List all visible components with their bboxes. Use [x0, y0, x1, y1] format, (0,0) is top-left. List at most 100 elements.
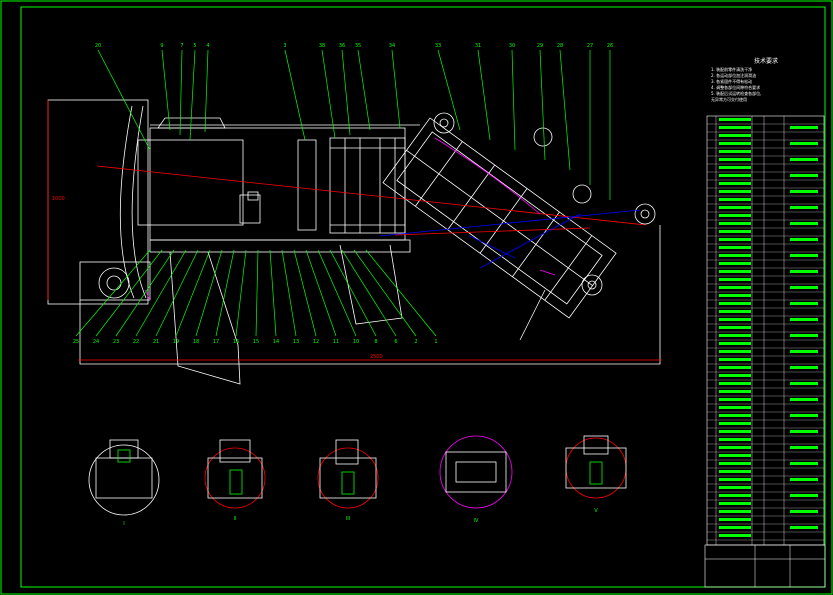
leader-line [437, 49, 461, 131]
bom-row-text [719, 374, 751, 377]
bom-row-note [790, 334, 818, 337]
bom-row-note [790, 270, 818, 273]
leader-line [97, 49, 151, 151]
bom-row-note [790, 222, 818, 225]
balloon-label: 7 [180, 43, 183, 49]
bom-row-text [719, 342, 751, 345]
balloon-label: 18 [193, 339, 199, 345]
balloon-label: 27 [587, 43, 593, 49]
leader-line [195, 249, 223, 337]
bom-row-text [719, 294, 751, 297]
hidden-lines [379, 209, 641, 269]
balloon-label: 21 [153, 339, 159, 345]
view-label: I [123, 521, 124, 527]
balloon-label: 33 [435, 43, 441, 49]
balloon-label: 17 [213, 339, 219, 345]
view-label: V [594, 508, 598, 514]
bom-row-note [790, 158, 818, 161]
bom-row-text [719, 126, 751, 129]
bom-row-text [719, 262, 751, 265]
balloon-label: 19 [173, 339, 179, 345]
balloon-label: 24 [93, 339, 99, 345]
balloon-label: 29 [537, 43, 543, 49]
bom-row-text [719, 502, 751, 505]
balloon-label: 38 [319, 43, 325, 49]
leader-line [511, 49, 516, 151]
balloon-label: 9 [160, 43, 163, 49]
balloon-label: 25 [73, 339, 79, 345]
balloon-label: 10 [353, 339, 359, 345]
bom-row-text [719, 182, 751, 185]
bom-row-text [719, 406, 751, 409]
bom-row-text [719, 454, 751, 457]
bom-row-text [719, 134, 751, 137]
bom-row-text [719, 190, 751, 193]
bom-row-note [790, 414, 818, 417]
leader-line [329, 249, 377, 337]
leader-line [321, 49, 336, 139]
bom-row-note [790, 238, 818, 241]
bom-row-text [719, 478, 751, 481]
bom-row-note [790, 510, 818, 513]
title-block [704, 544, 826, 588]
bom-row-text [719, 118, 751, 121]
bom-row-text [719, 382, 751, 385]
bom-row-text [719, 422, 751, 425]
bom-row-note [790, 254, 818, 257]
bom-row-note [790, 494, 818, 497]
detail-view-3 [317, 439, 379, 509]
leader-line [75, 249, 151, 337]
bom-row-note [790, 382, 818, 385]
bom-row-text [719, 278, 751, 281]
bom-row-text [719, 390, 751, 393]
leader-line [155, 249, 199, 337]
leader-line [284, 49, 306, 141]
balloon-label: 3 [283, 43, 286, 49]
balloon-label: 12 [313, 339, 319, 345]
leader-line [204, 49, 209, 133]
note-line: 5. 装配后试运转检查各部位, [711, 91, 762, 96]
balloon-label: 22 [133, 339, 139, 345]
bom-row-note [790, 142, 818, 145]
leader-line [161, 49, 171, 131]
balloon-label: 13 [293, 339, 299, 345]
bom-row-note [790, 526, 818, 529]
bom-row-text [719, 438, 751, 441]
bom-row-text [719, 246, 751, 249]
balloon-label: 1 [434, 339, 437, 345]
note-line: 无异常方可交付使用 [711, 97, 747, 102]
note-line: 2. 各运动部位加注润滑油 [711, 73, 757, 78]
balloon-label: 11 [333, 339, 339, 345]
leader-line [215, 249, 235, 337]
bom-row-text [719, 446, 751, 449]
balloon-label: 2 [414, 339, 417, 345]
view-label: II [234, 516, 237, 522]
detail-view-2 [204, 439, 266, 509]
detail-view-4 [439, 435, 513, 509]
bom-row-text [719, 526, 751, 529]
bom-row-text [719, 150, 751, 153]
bom-row-text [719, 534, 751, 537]
parts-list-table [706, 115, 825, 546]
leader-line [269, 249, 277, 337]
balloon-label: 36 [339, 43, 345, 49]
bom-row-text [719, 518, 751, 521]
bom-row-text [719, 494, 751, 497]
bom-row-text [719, 270, 751, 273]
bom-row-note [790, 366, 818, 369]
balloon-label: 30 [509, 43, 515, 49]
leader-line [539, 49, 546, 161]
bom-row-text [719, 302, 751, 305]
bom-row-text [719, 358, 751, 361]
bom-row-text [719, 510, 751, 513]
leader-line [365, 249, 437, 337]
bom-row-text [719, 310, 751, 313]
balloon-label: 5 [193, 43, 196, 49]
bom-row-note [790, 190, 818, 193]
bom-row-text [719, 198, 751, 201]
bom-row-note [790, 302, 818, 305]
balloon-label: 14 [273, 339, 279, 345]
